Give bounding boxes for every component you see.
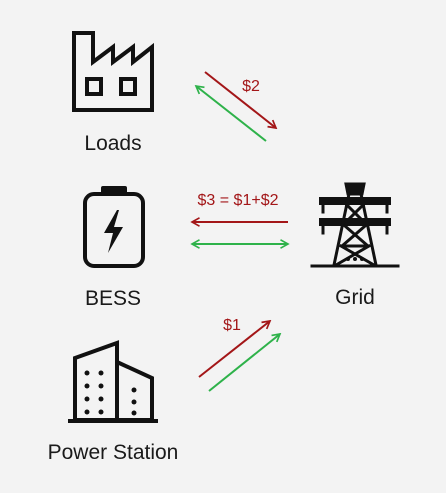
grid-label: Grid bbox=[335, 286, 375, 309]
factory-icon bbox=[72, 31, 154, 112]
battery-icon bbox=[83, 186, 145, 268]
power-station-icon bbox=[68, 340, 158, 423]
loads-grid-flow-label: $2 bbox=[242, 78, 260, 95]
loads-grid-energy-arrow bbox=[196, 86, 267, 142]
bess-label: BESS bbox=[85, 287, 141, 310]
station-grid-flow-label: $1 bbox=[223, 317, 241, 334]
loads-grid-money-arrow bbox=[204, 71, 276, 128]
station-grid-energy-arrow bbox=[208, 334, 280, 392]
station-grid-money-arrow bbox=[198, 321, 270, 378]
transmission-tower-icon bbox=[310, 182, 400, 268]
loads-label: Loads bbox=[84, 132, 141, 155]
tower-base-dots bbox=[346, 257, 364, 261]
bess-grid-flow-label: $3 = $1+$2 bbox=[198, 192, 279, 209]
power-station-label: Power Station bbox=[48, 441, 179, 464]
